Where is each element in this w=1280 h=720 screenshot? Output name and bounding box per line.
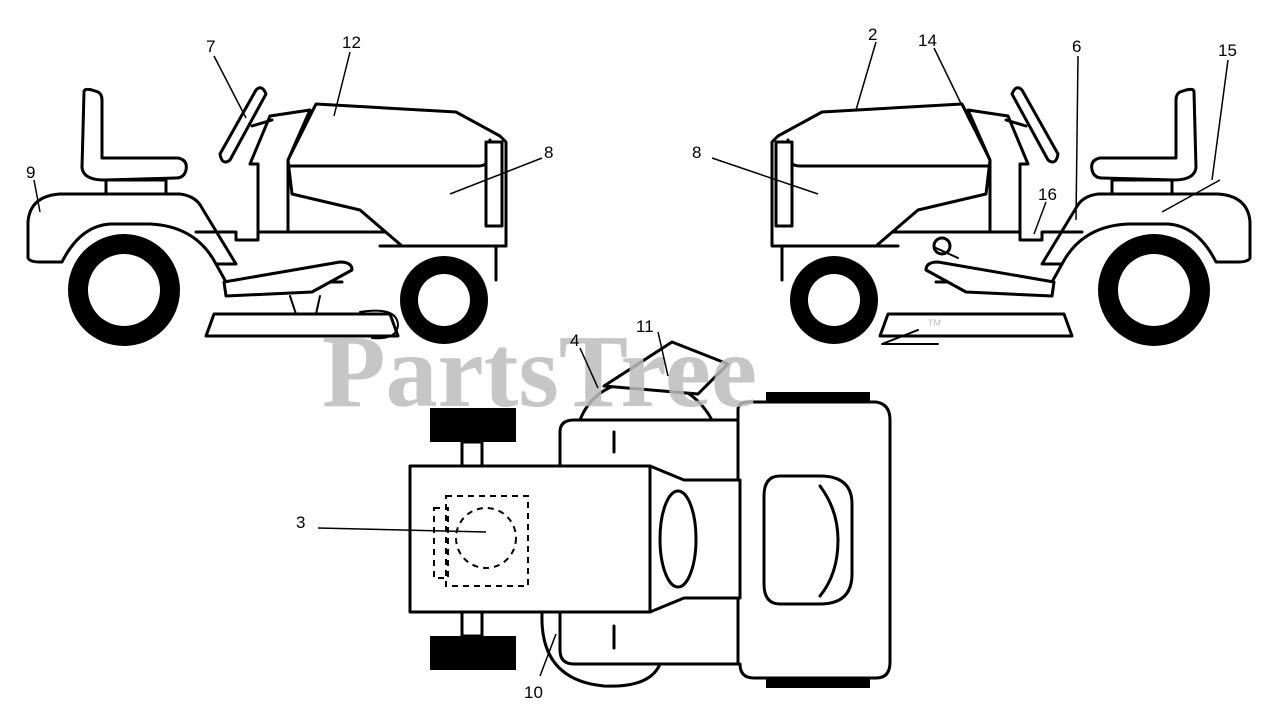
- watermark-text: PartsTree: [322, 314, 757, 429]
- callout-3: 3: [296, 513, 305, 532]
- callout-11: 11: [636, 317, 654, 336]
- callout-16: 16: [1038, 185, 1057, 204]
- callout-labels: 7 12 9 8 2 14 6 15 8 16 11 4 3 10: [26, 25, 1237, 702]
- tractor-top-view: [408, 340, 892, 688]
- callout-8-left: 8: [544, 143, 553, 162]
- callout-15: 15: [1218, 41, 1237, 60]
- callout-2: 2: [868, 25, 877, 44]
- callout-6: 6: [1072, 37, 1081, 56]
- callout-7: 7: [206, 37, 215, 56]
- callout-9: 9: [26, 163, 35, 182]
- tractor-right-side-view: [770, 86, 1252, 346]
- watermark-trademark: TM: [928, 318, 941, 328]
- tractor-left-side-view: [26, 86, 508, 346]
- callout-10: 10: [524, 683, 543, 702]
- leader-lines: [33, 41, 1229, 677]
- callout-14: 14: [918, 31, 937, 50]
- callout-4: 4: [570, 331, 579, 350]
- callout-12: 12: [342, 33, 361, 52]
- callout-8-right: 8: [692, 143, 701, 162]
